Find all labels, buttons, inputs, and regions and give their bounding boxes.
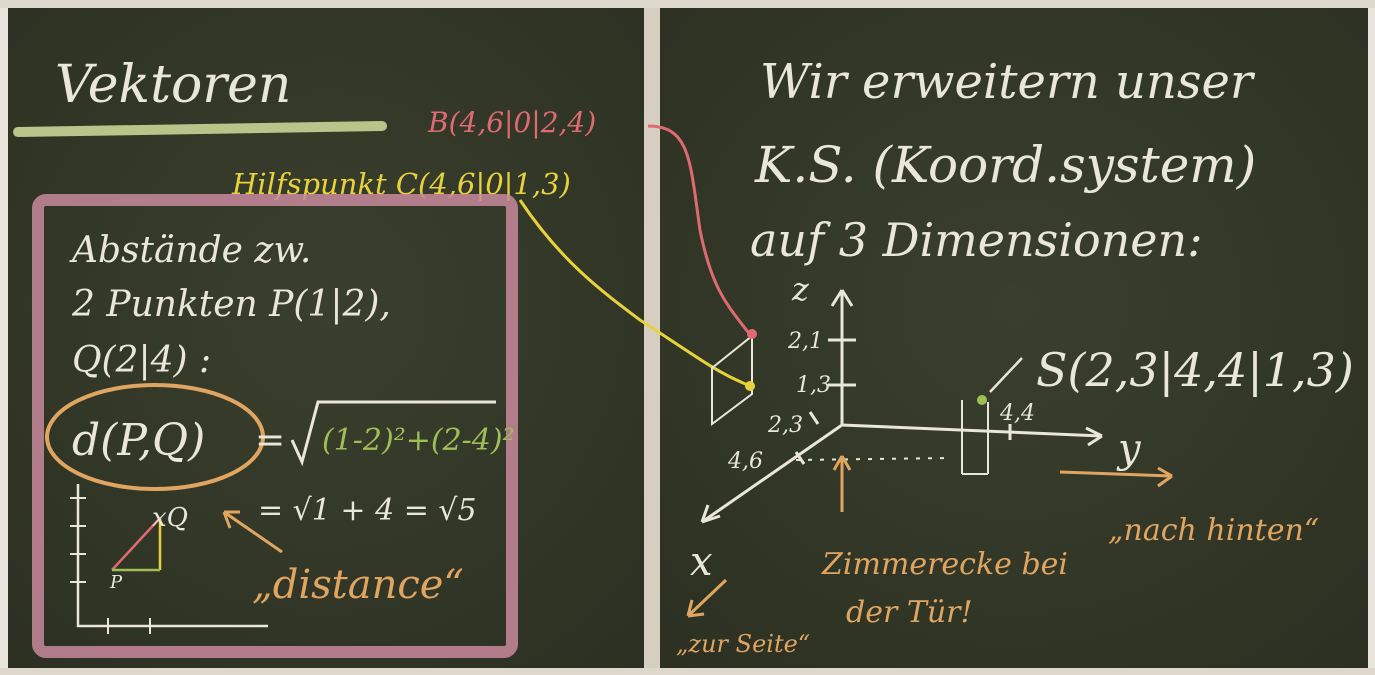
axis-z-label: z — [791, 270, 810, 308]
right-board-panel — [660, 8, 1368, 668]
left-title: Vektoren — [55, 55, 291, 115]
room-corner-arrow — [832, 455, 852, 512]
distance-box-frame — [32, 194, 518, 658]
sketch-q: xQ — [152, 503, 188, 533]
tick-x-1: 2,3 — [767, 413, 803, 438]
formula-circle — [45, 383, 265, 491]
point-b-label: B(4,6|0|2,4) — [427, 106, 596, 139]
distance-label: „distance“ — [252, 562, 464, 608]
back-arrow — [1059, 466, 1173, 488]
radicand: (1-2)²+(2-4)² — [322, 423, 515, 458]
arrow-c — [518, 199, 749, 387]
arrow-b — [647, 124, 750, 333]
mini-sketch — [70, 484, 268, 634]
tick-z-upper: 2,1 — [787, 329, 823, 354]
right-line-1: Wir erweitern unser — [760, 54, 1256, 110]
b-c-sketch — [711, 329, 757, 426]
formula-line-2: = √1 + 4 = √5 — [258, 493, 477, 528]
bottom-frame — [0, 668, 1375, 675]
z-origin-dash — [795, 457, 951, 461]
tick-x-2: 4,6 — [727, 449, 763, 474]
axis-x-label: x — [690, 539, 713, 585]
sqrt-sign — [290, 400, 496, 467]
point-s-sketch — [961, 357, 1023, 475]
to-side-label: „zur Seite“ — [676, 630, 810, 658]
room-corner-line-2: der Tür! — [846, 595, 973, 630]
box-line-3: Q(2|4) : — [72, 340, 211, 381]
title-underline — [13, 121, 387, 137]
sketch-p: P — [109, 572, 123, 593]
coordinate-axes — [700, 289, 1103, 524]
formula-equals: = — [255, 420, 285, 461]
distance-arrow — [222, 510, 283, 554]
tick-y-label: 4,4 — [999, 401, 1035, 426]
side-arrow — [686, 578, 728, 618]
right-line-3: auf 3 Dimensionen: — [750, 213, 1203, 267]
board-divider — [644, 0, 660, 675]
left-board-panel — [8, 8, 644, 668]
top-frame — [0, 0, 1375, 8]
right-line-2: K.S. (Koord.system) — [754, 136, 1256, 194]
axis-y-label: y — [1116, 426, 1142, 472]
box-line-1: Abstände zw. — [69, 230, 311, 271]
tick-z-lower: 1,3 — [796, 373, 831, 398]
room-corner-line-1: Zimmerecke bei — [821, 547, 1068, 582]
to-back-label: „nach hinten“ — [1108, 513, 1319, 548]
point-s-label: S(2,3|4,4|1,3) — [1036, 343, 1354, 397]
formula-lhs: d(P,Q) — [72, 415, 205, 466]
box-line-2: 2 Punkten P(1|2), — [71, 284, 391, 325]
